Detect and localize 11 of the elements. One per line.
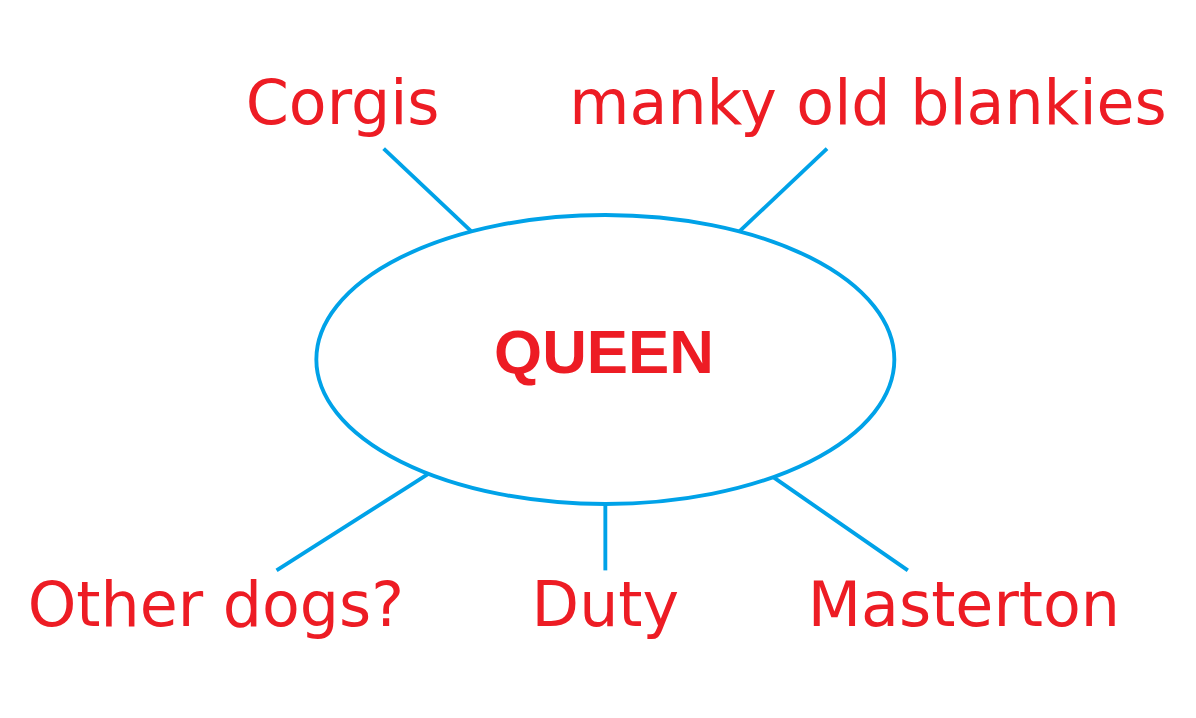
node-text: Corgis <box>245 66 440 139</box>
node-ellipse: QUEEN <box>314 212 897 506</box>
node-text: manky old blankies <box>569 66 1167 139</box>
connector <box>738 146 829 233</box>
node-text: Duty <box>531 568 680 641</box>
connector <box>382 146 473 233</box>
connector <box>275 471 430 572</box>
connector <box>603 504 608 570</box>
connector <box>772 475 909 572</box>
node-text: Other dogs? <box>27 568 405 641</box>
node-text: Masterton <box>807 568 1121 641</box>
